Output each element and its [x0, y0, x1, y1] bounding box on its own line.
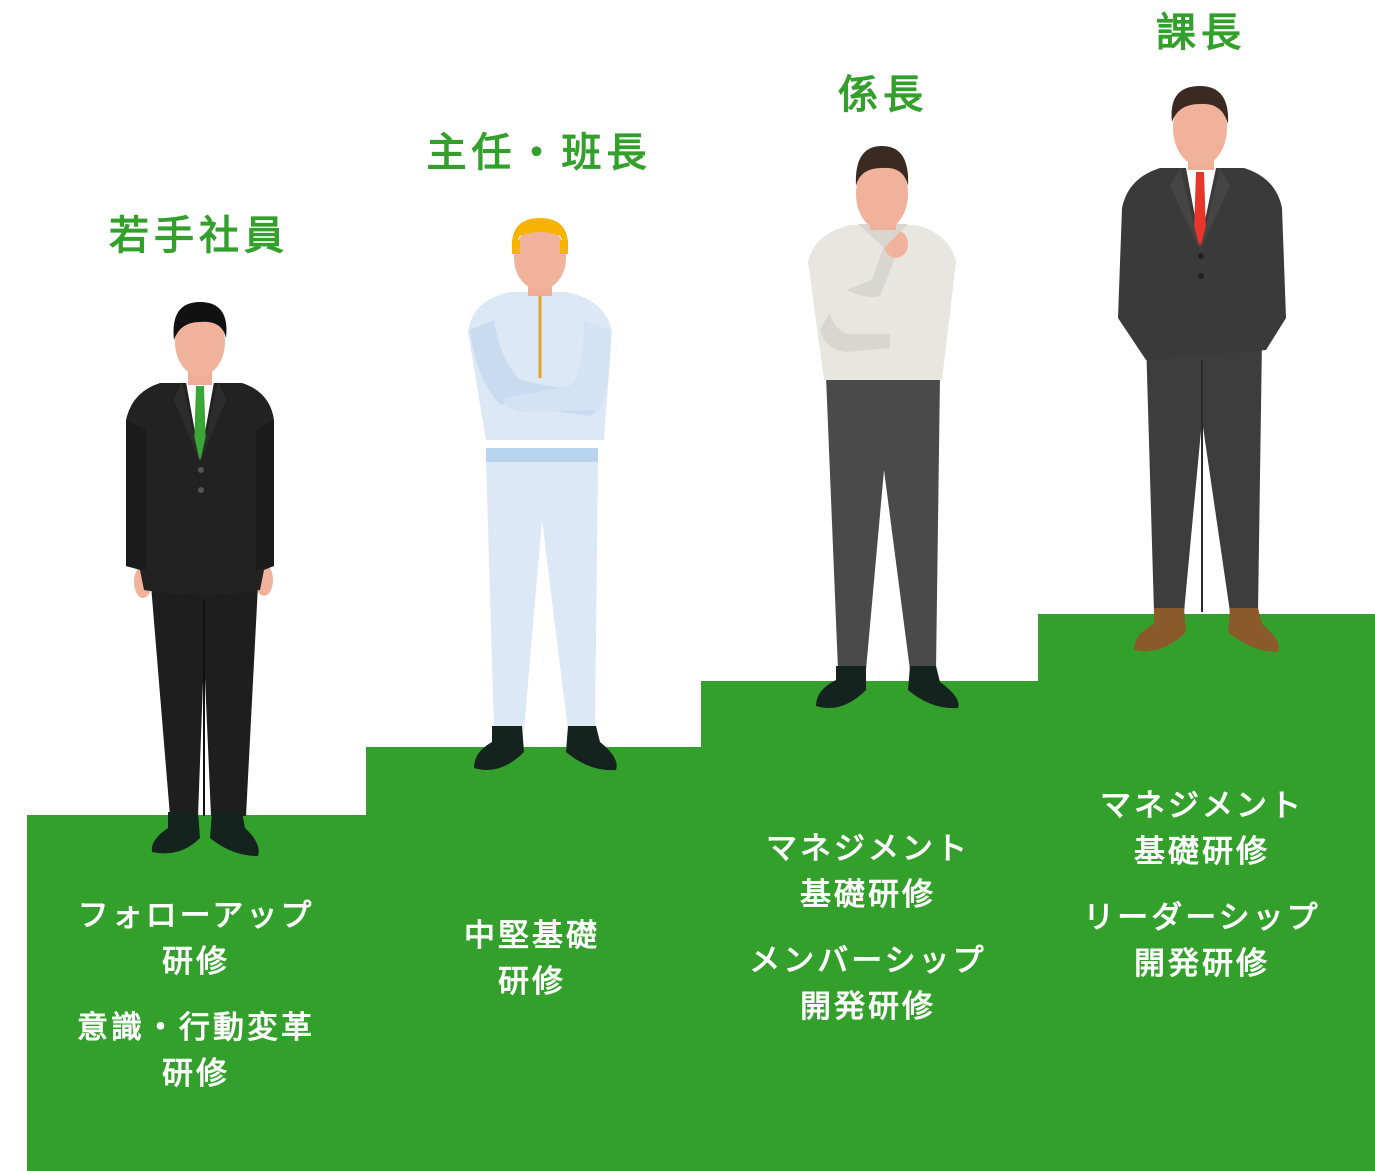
role-label-section-manager: 課長 — [1156, 10, 1246, 56]
course-line: 開発研修 — [800, 989, 936, 1025]
course-line: 基礎研修 — [1134, 834, 1270, 870]
course-mid-level-basics: 中堅基礎 研修 — [382, 913, 682, 1005]
course-line: マネジメント — [766, 831, 970, 867]
training-list-young-employee: フォローアップ 研修 意識・行動変革 研修 — [46, 893, 346, 1097]
course-management-basics: マネジメント 基礎研修 — [1052, 783, 1352, 875]
training-list-supervisor: 中堅基礎 研修 — [382, 913, 682, 1005]
course-line: フォローアップ — [77, 898, 315, 934]
course-line: 研修 — [498, 964, 566, 1000]
course-line: リーダーシップ — [1083, 900, 1321, 936]
course-membership-development: メンバーシップ 開発研修 — [718, 938, 1018, 1030]
role-label-young-employee: 若手社員 — [109, 213, 289, 259]
step-4 — [1038, 614, 1375, 1171]
training-list-section-manager: マネジメント 基礎研修 リーダーシップ 開発研修 — [1052, 783, 1352, 987]
course-line: マネジメント — [1100, 788, 1304, 824]
course-management-basics: マネジメント 基礎研修 — [718, 826, 1018, 918]
role-label-chief: 係長 — [838, 72, 928, 118]
course-leadership-development: リーダーシップ 開発研修 — [1052, 895, 1352, 987]
course-followup: フォローアップ 研修 — [46, 893, 346, 985]
course-line: 意識・行動変革 — [77, 1010, 315, 1046]
course-line: 研修 — [162, 944, 230, 980]
course-line: 基礎研修 — [800, 877, 936, 913]
course-line: 中堅基礎 — [464, 918, 600, 954]
course-line: メンバーシップ — [749, 943, 987, 979]
course-line: 開発研修 — [1134, 946, 1270, 982]
course-line: 研修 — [162, 1056, 230, 1092]
role-label-supervisor: 主任・班長 — [426, 130, 652, 176]
course-awareness-behavior-change: 意識・行動変革 研修 — [46, 1005, 346, 1097]
training-list-chief: マネジメント 基礎研修 メンバーシップ 開発研修 — [718, 826, 1018, 1030]
